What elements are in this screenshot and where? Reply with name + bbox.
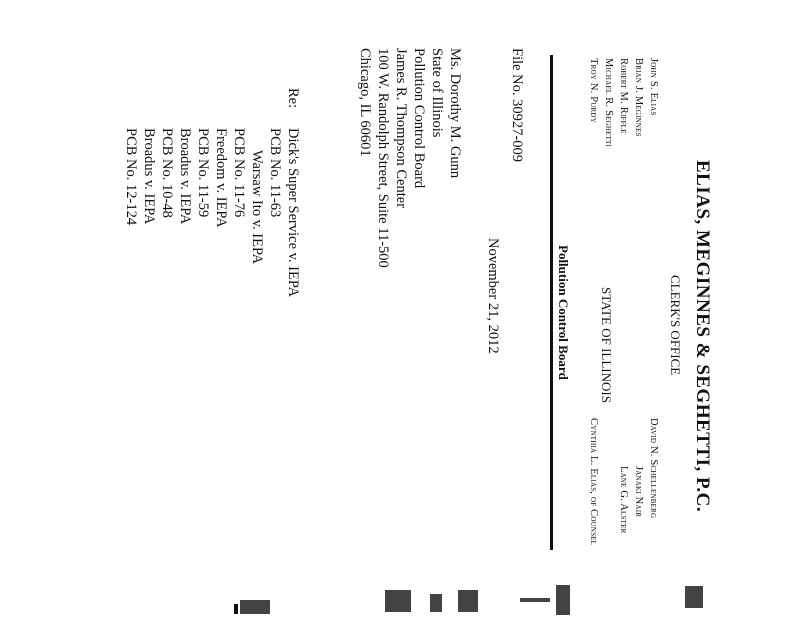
re-line: Broadus v. IEPA [141,128,157,225]
scan-artifact [556,585,570,615]
re-line: Broadus v. IEPA [177,128,193,225]
re-line: Dick's Super Service v. IEPA [285,128,301,298]
received-stamp-board: Pollution Control Board [556,245,571,380]
scan-artifact [685,586,703,608]
re-line: PCB No. 11-63 [267,128,283,218]
scan-artifact [520,598,550,602]
attorney-name: Lane G. Alster [618,466,629,534]
re-line: PCB No. 11-59 [195,128,211,218]
attorney-name: Cynthia L. Elias, of Counsel [588,418,599,546]
scan-artifact [430,594,442,612]
scan-artifact [385,590,411,612]
recipient-line: Chicago, IL 60601 [357,48,373,157]
file-number: File No. 30927-009 [509,48,525,162]
letterhead-rule [550,55,553,550]
re-label: Re: [285,88,301,109]
received-stamp-office: CLERK'S OFFICE [668,275,683,376]
re-line: Freedom v. IEPA [213,128,229,228]
firm-name: ELIAS, MEGINNES & SEGHETTI, P.C. [692,160,713,513]
attorney-name: John S. Elias [648,58,659,116]
letter-date: November 21, 2012 [485,238,501,354]
recipient-line: Ms. Dorothy M. Gunn [447,48,463,179]
scan-artifact [234,604,238,614]
attorney-name: David N. Schellenberg [648,418,659,519]
scan-artifact [458,590,478,612]
re-line: PCB No. 12-124 [123,128,139,226]
attorney-name: Janaki Nair [633,466,644,518]
scan-artifact [240,600,270,614]
re-line: Warsaw Ito v. IEPA [249,150,265,265]
re-line: PCB No. 11-76 [231,128,247,218]
recipient-line: State of Illinois [429,48,445,138]
attorney-name: Robert M. Riffle [618,58,629,134]
attorney-name: Michael R. Seghetti [603,58,614,148]
recipient-line: James R. Thompson Center [393,48,409,209]
received-stamp-state: STATE OF ILLINOIS [599,287,614,403]
recipient-line: 100 W. Randolph Street, Suite 11-500 [375,48,391,268]
attorney-name: Brian J. Meginnes [633,58,644,137]
recipient-line: Pollution Control Board [411,48,427,189]
re-line: PCB No. 10-48 [159,128,175,218]
attorney-name: Troy N. Purdy [588,58,599,123]
